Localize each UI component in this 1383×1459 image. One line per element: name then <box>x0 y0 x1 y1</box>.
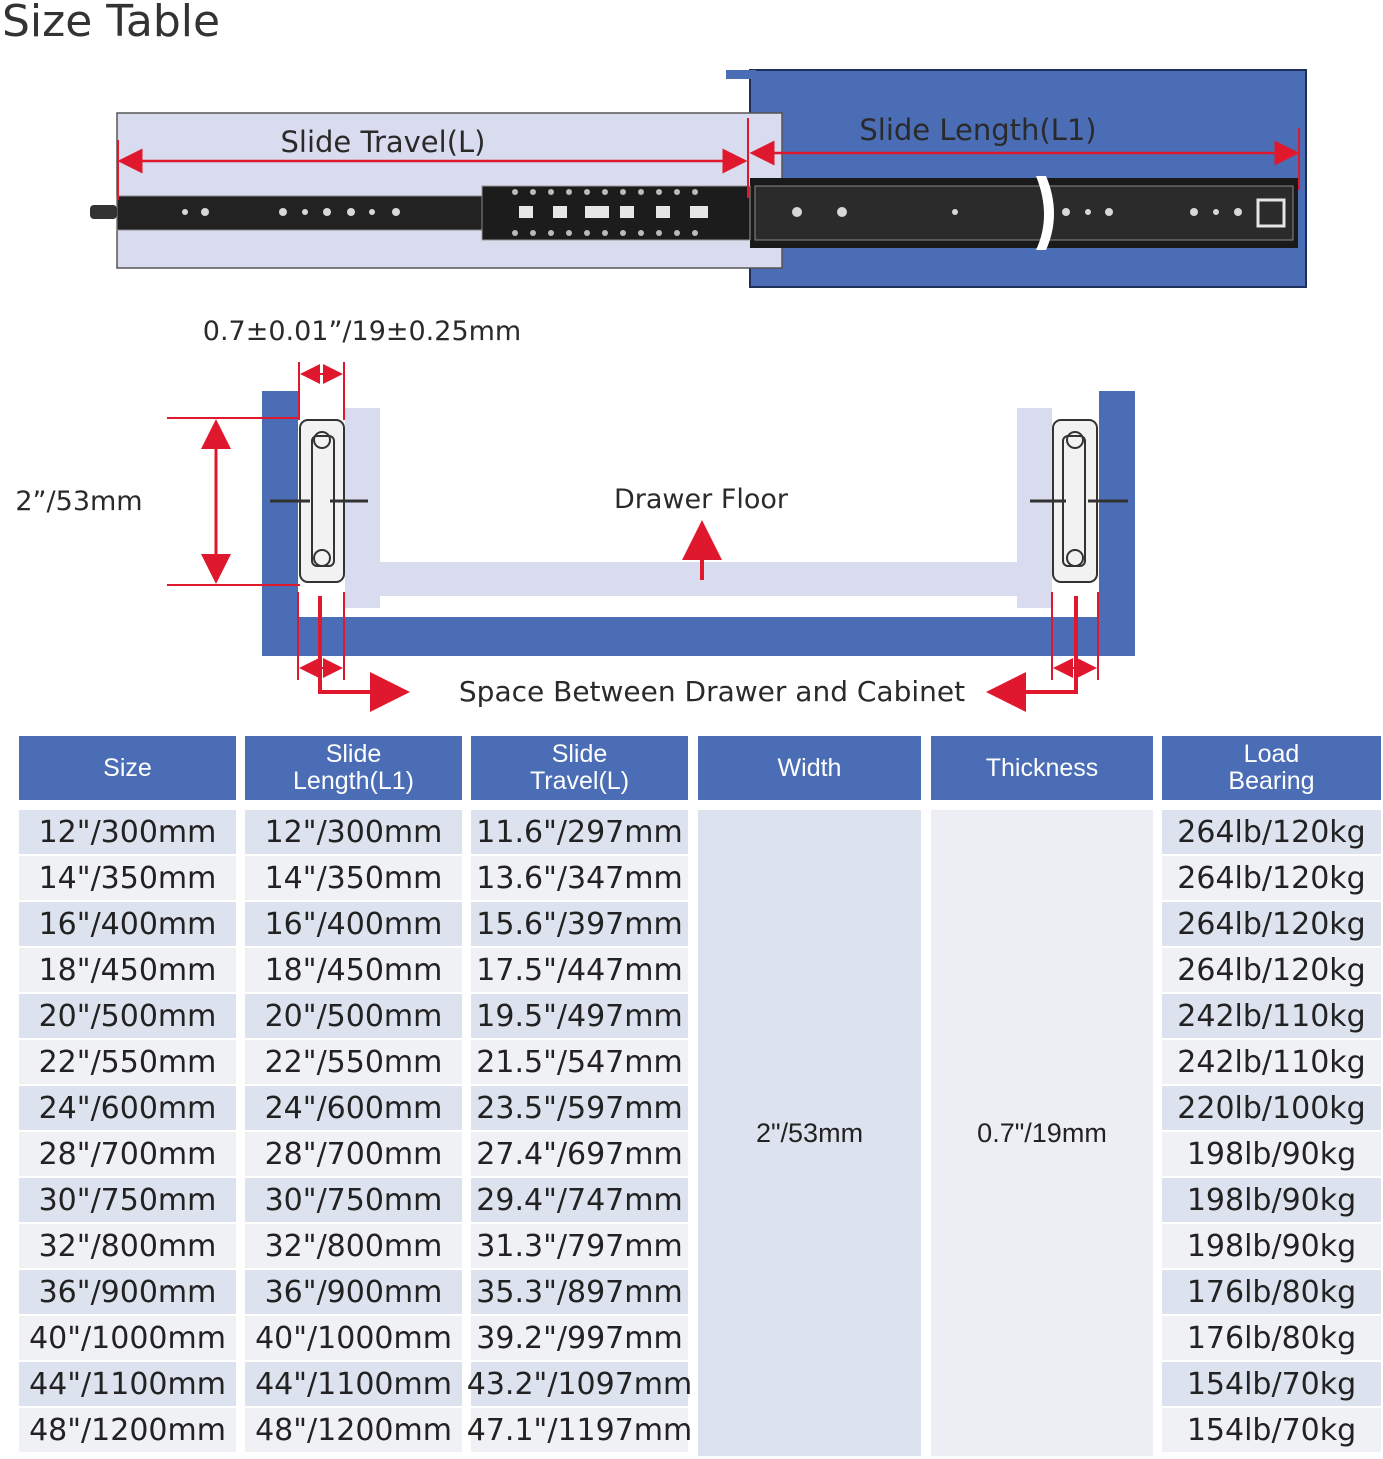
cell-load-bearing: 264lb/120kg <box>1162 856 1381 900</box>
cell-size: 16"/400mm <box>19 902 236 946</box>
cell-load-bearing: 198lb/90kg <box>1162 1178 1381 1222</box>
cell-load-bearing: 220lb/100kg <box>1162 1086 1381 1130</box>
cell-load-bearing: 264lb/120kg <box>1162 810 1381 854</box>
cell-load-bearing: 154lb/70kg <box>1162 1362 1381 1406</box>
cell-size: 48"/1200mm <box>19 1408 236 1452</box>
slide-length-label: Slide Length(L1) <box>859 113 1096 147</box>
right-slide-profile <box>1030 419 1128 583</box>
cell-slide-travel: 23.5"/597mm <box>471 1086 688 1130</box>
cell-slide-travel: 43.2"/1097mm <box>467 1362 692 1406</box>
cell-slide-length: 16"/400mm <box>245 902 462 946</box>
cell-slide-length: 28"/700mm <box>245 1132 462 1176</box>
cell-slide-length: 30"/750mm <box>245 1178 462 1222</box>
cell-slide-length: 22"/550mm <box>245 1040 462 1084</box>
cell-slide-travel: 21.5"/547mm <box>471 1040 688 1084</box>
cell-load-bearing: 242lb/110kg <box>1162 994 1381 1038</box>
cell-size: 20"/500mm <box>19 994 236 1038</box>
cell-load-bearing: 154lb/70kg <box>1162 1408 1381 1452</box>
cell-slide-length: 32"/800mm <box>245 1224 462 1268</box>
cell-width-merged: 2"/53mm <box>698 810 921 1456</box>
rail-holes <box>182 207 1242 217</box>
cabinet-top-lip <box>726 70 756 79</box>
cell-slide-travel: 39.2"/997mm <box>471 1316 688 1360</box>
height-label: 2”/53mm <box>15 486 142 517</box>
header-thickness: Thickness <box>931 736 1153 800</box>
cross-section-view: 0.7±0.01”/19±0.25mm 2”/53mm Drawer Floor… <box>15 316 1135 712</box>
cell-load-bearing: 176lb/80kg <box>1162 1270 1381 1314</box>
cell-size: 22"/550mm <box>19 1040 236 1084</box>
cell-slide-travel: 19.5"/497mm <box>471 994 688 1038</box>
header-width: Width <box>698 736 921 800</box>
cell-load-bearing: 242lb/110kg <box>1162 1040 1381 1084</box>
cell-thickness-merged: 0.7"/19mm <box>931 810 1153 1456</box>
thickness-label: 0.7±0.01”/19±0.25mm <box>203 316 521 347</box>
cell-size: 14"/350mm <box>19 856 236 900</box>
space-label: Space Between Drawer and Cabinet <box>459 675 965 708</box>
cell-load-bearing: 198lb/90kg <box>1162 1224 1381 1268</box>
cell-slide-length: 48"/1200mm <box>245 1408 462 1452</box>
left-slide-profile <box>270 419 368 583</box>
cell-size: 32"/800mm <box>19 1224 236 1268</box>
cell-load-bearing: 264lb/120kg <box>1162 948 1381 992</box>
extended-slide-view: Slide Travel(L) Slide Length(L1) <box>90 69 1307 288</box>
space-left-arrow <box>318 596 410 712</box>
cell-slide-length: 40"/1000mm <box>245 1316 462 1360</box>
cell-slide-travel: 15.6"/397mm <box>471 902 688 946</box>
cell-slide-travel: 11.6"/297mm <box>471 810 688 854</box>
cell-size: 24"/600mm <box>19 1086 236 1130</box>
page-title: Size Table <box>2 0 221 47</box>
cell-slide-length: 20"/500mm <box>245 994 462 1038</box>
header-size: Size <box>19 736 236 800</box>
rail-tip <box>90 205 117 219</box>
cell-slide-length: 24"/600mm <box>245 1086 462 1130</box>
slide-travel-label: Slide Travel(L) <box>281 125 486 159</box>
cell-slide-travel: 31.3"/797mm <box>471 1224 688 1268</box>
cell-slide-travel: 27.4"/697mm <box>471 1132 688 1176</box>
ball-bearings <box>512 189 698 236</box>
cell-slide-length: 44"/1100mm <box>245 1362 462 1406</box>
rail-inner <box>116 195 483 231</box>
cabinet-left-wall <box>262 391 298 656</box>
slide-diagram: Slide Travel(L) Slide Length(L1) <box>15 69 1307 712</box>
cell-size: 28"/700mm <box>19 1132 236 1176</box>
cell-load-bearing: 264lb/120kg <box>1162 902 1381 946</box>
cell-slide-travel: 35.3"/897mm <box>471 1270 688 1314</box>
cabinet-bottom <box>262 617 1135 656</box>
rail-break <box>1036 176 1054 250</box>
cell-size: 36"/900mm <box>19 1270 236 1314</box>
cell-load-bearing: 198lb/90kg <box>1162 1132 1381 1176</box>
space-right-arrow <box>986 596 1078 712</box>
cell-load-bearing: 176lb/80kg <box>1162 1316 1381 1360</box>
cell-size: 30"/750mm <box>19 1178 236 1222</box>
cell-size: 18"/450mm <box>19 948 236 992</box>
cell-slide-length: 18"/450mm <box>245 948 462 992</box>
cell-slide-travel: 29.4"/747mm <box>471 1178 688 1222</box>
cell-slide-length: 14"/350mm <box>245 856 462 900</box>
cell-size: 40"/1000mm <box>19 1316 236 1360</box>
cell-size: 12"/300mm <box>19 810 236 854</box>
drawer-floor-label: Drawer Floor <box>614 484 789 515</box>
rail-slots <box>519 198 1286 228</box>
cell-slide-travel: 13.6"/347mm <box>471 856 688 900</box>
cabinet-right-wall <box>1099 391 1135 656</box>
rail-outer-inner <box>754 185 1294 241</box>
cell-size: 44"/1100mm <box>19 1362 236 1406</box>
cell-slide-travel: 17.5"/447mm <box>471 948 688 992</box>
cell-slide-travel: 47.1"/1197mm <box>467 1408 692 1452</box>
cell-slide-length: 12"/300mm <box>245 810 462 854</box>
cell-slide-length: 36"/900mm <box>245 1270 462 1314</box>
drawer-floor <box>345 562 1052 596</box>
